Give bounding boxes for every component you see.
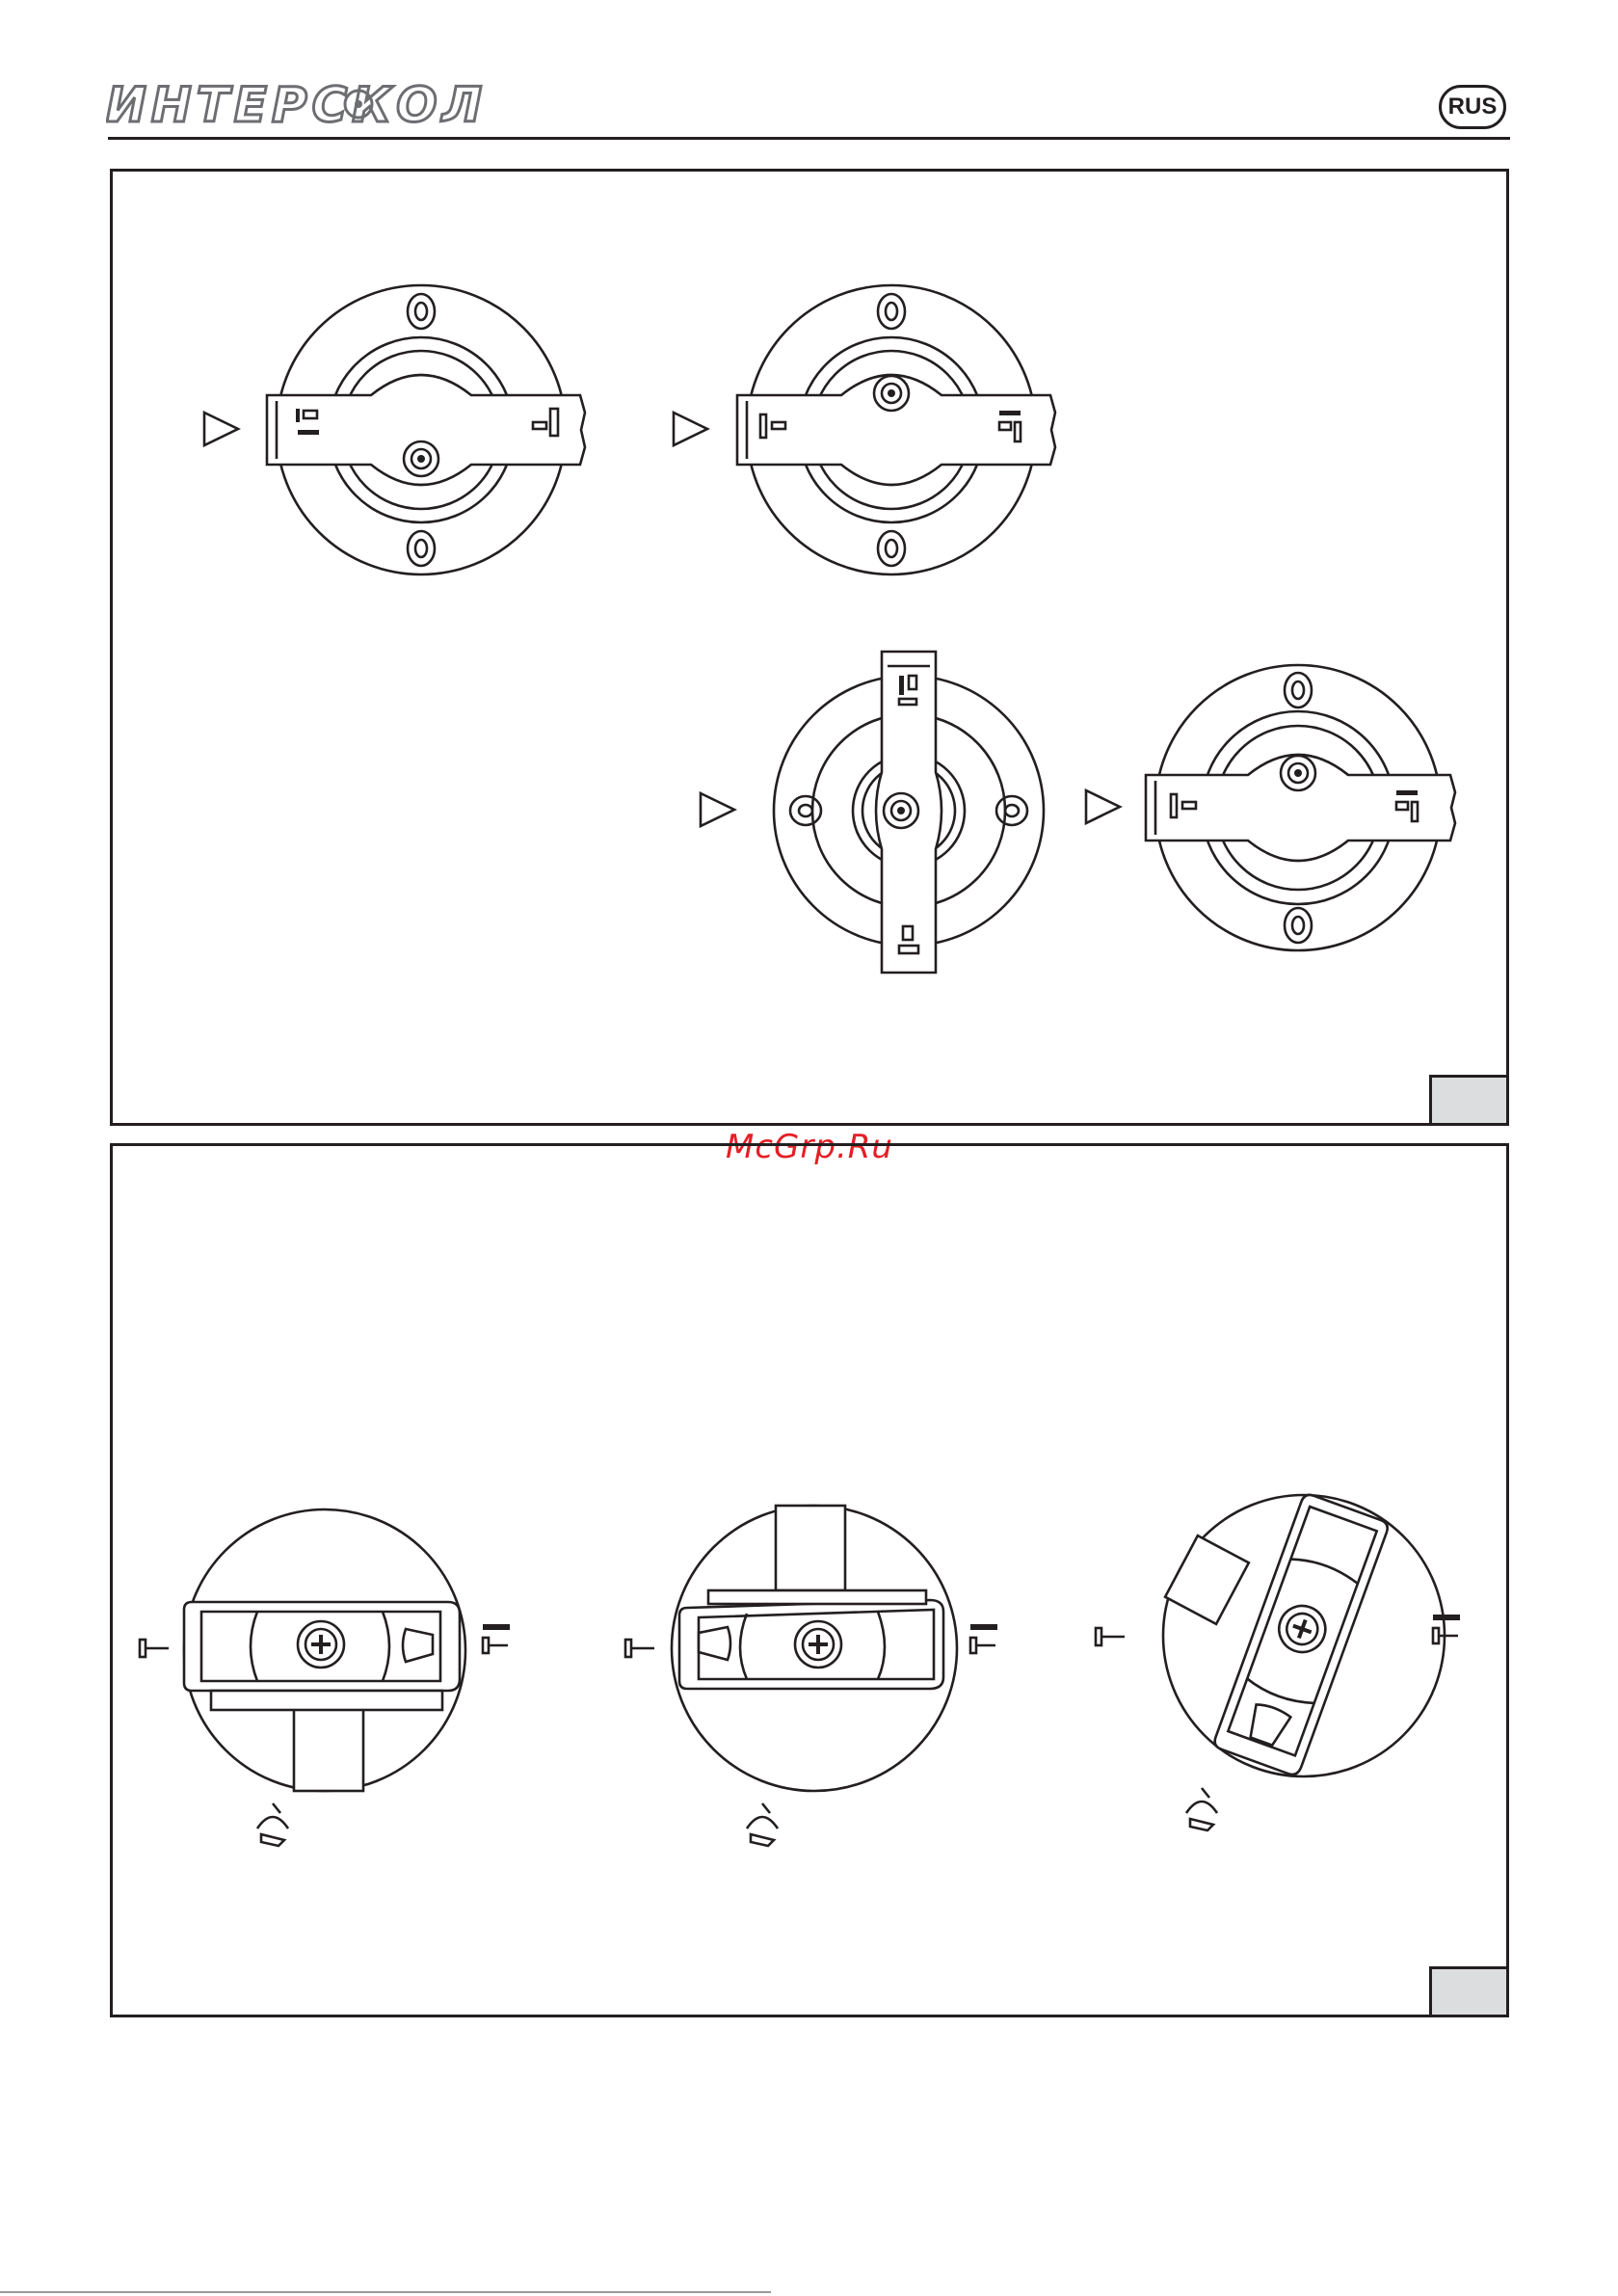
- triangle-pointer-icon: [1086, 790, 1120, 823]
- language-badge: RUS: [1439, 85, 1506, 129]
- drill-mode-icon: [625, 1640, 654, 1657]
- header-divider: [108, 137, 1510, 140]
- mode-selector-knob: [672, 1506, 957, 1791]
- hammer-mode-icon: [970, 1624, 997, 1653]
- triangle-pointer-icon: [701, 793, 734, 826]
- mode-switch-illustration: [113, 172, 1506, 1123]
- brand-logo-text: ИНТЕРСКОЛ: [106, 77, 487, 133]
- mode-switch-dial: [774, 652, 1044, 973]
- hammer-mode-icon: [483, 1624, 510, 1653]
- brand-logo: ИНТЕРСКОЛ: [106, 75, 491, 133]
- figure-number-tag: [1429, 1075, 1506, 1123]
- mode-switch-dial: [737, 285, 1055, 574]
- drill-mode-icon: [140, 1640, 169, 1657]
- drill-mode-icon: [1096, 1628, 1125, 1645]
- phillips-screw-icon: [795, 1621, 841, 1668]
- mode-selector-knob: [184, 1509, 465, 1791]
- footer-divider: [0, 2291, 771, 2293]
- mode-selector-illustration: [113, 1146, 1506, 2015]
- phillips-screw-icon: [298, 1621, 344, 1668]
- mode-switch-dial: [1146, 665, 1455, 950]
- figure-panel-mode-selector: [110, 1143, 1509, 2017]
- triangle-pointer-icon: [674, 413, 707, 445]
- chisel-mode-icon: [1186, 1788, 1217, 1830]
- hammer-mode-icon: [1433, 1615, 1460, 1643]
- mode-selector-knob: [1163, 1492, 1445, 1776]
- chisel-mode-icon: [747, 1803, 778, 1846]
- figure-number-tag: [1429, 1966, 1506, 2015]
- figure-panel-mode-switch: [110, 169, 1509, 1126]
- triangle-pointer-icon: [204, 413, 238, 445]
- chisel-mode-icon: [257, 1803, 288, 1846]
- mode-switch-dial: [267, 285, 585, 574]
